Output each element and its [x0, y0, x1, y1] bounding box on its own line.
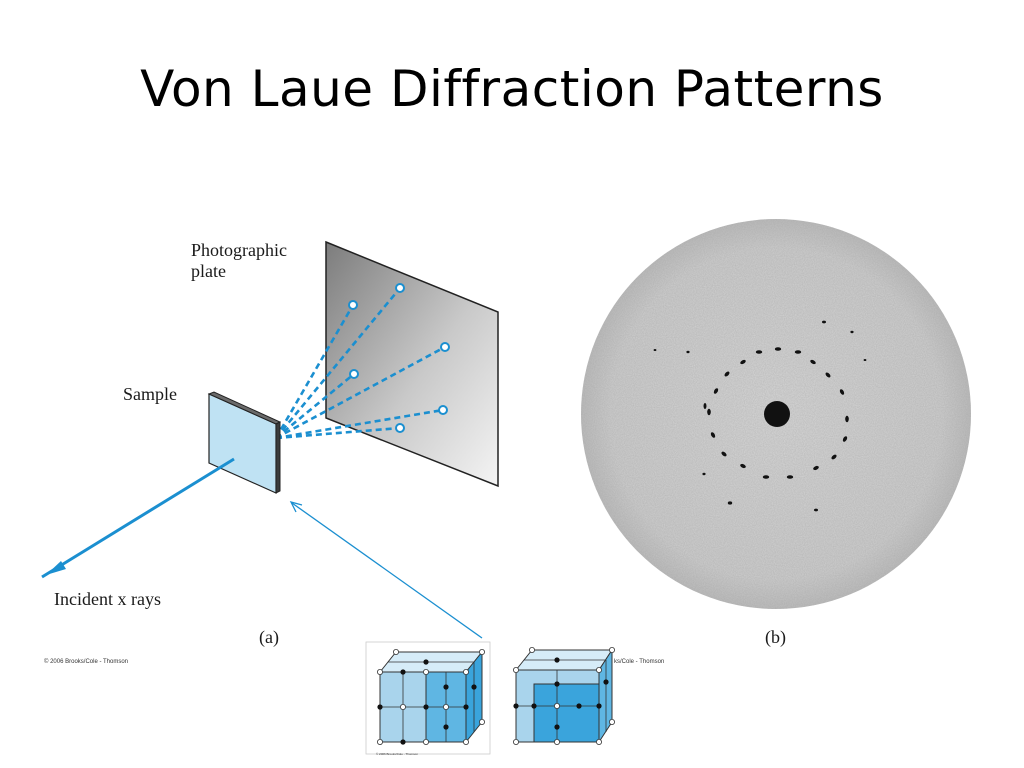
central-beam-spot	[764, 401, 790, 427]
laue-spots	[653, 320, 867, 512]
incident-beam-arrowhead	[46, 561, 66, 575]
plate-label: Photographic plate	[191, 240, 287, 281]
figure-a-credit: © 2006 Brooks/Cole - Thomson	[44, 659, 129, 665]
pointer-line	[291, 502, 483, 639]
diffracted-rays	[274, 287, 446, 440]
sample-crystal	[207, 391, 282, 494]
plate-label-line1: Photographic	[191, 240, 287, 260]
crystal-lattice-diagram-right	[512, 647, 616, 746]
slide-title: Von Laue Diffraction Patterns	[140, 60, 884, 118]
pointer-arrowhead	[289, 500, 303, 513]
diffraction-spots	[348, 283, 450, 433]
incident-rays-label: Incident x rays	[54, 589, 161, 609]
sample-label: Sample	[123, 384, 177, 404]
figure-b-credit: ks/Cole - Thomson	[614, 659, 665, 665]
figure-b-caption: (b)	[765, 627, 786, 647]
laue-pattern-photo	[581, 219, 971, 609]
figure-a-caption: (a)	[259, 627, 279, 647]
plate-label-line2: plate	[191, 260, 226, 281]
crystal-figure-credit: © 2006 Brooks/Cole - Thomson	[376, 752, 419, 756]
crystal-lattice-diagram-left	[365, 641, 491, 755]
incident-beam	[41, 457, 235, 579]
